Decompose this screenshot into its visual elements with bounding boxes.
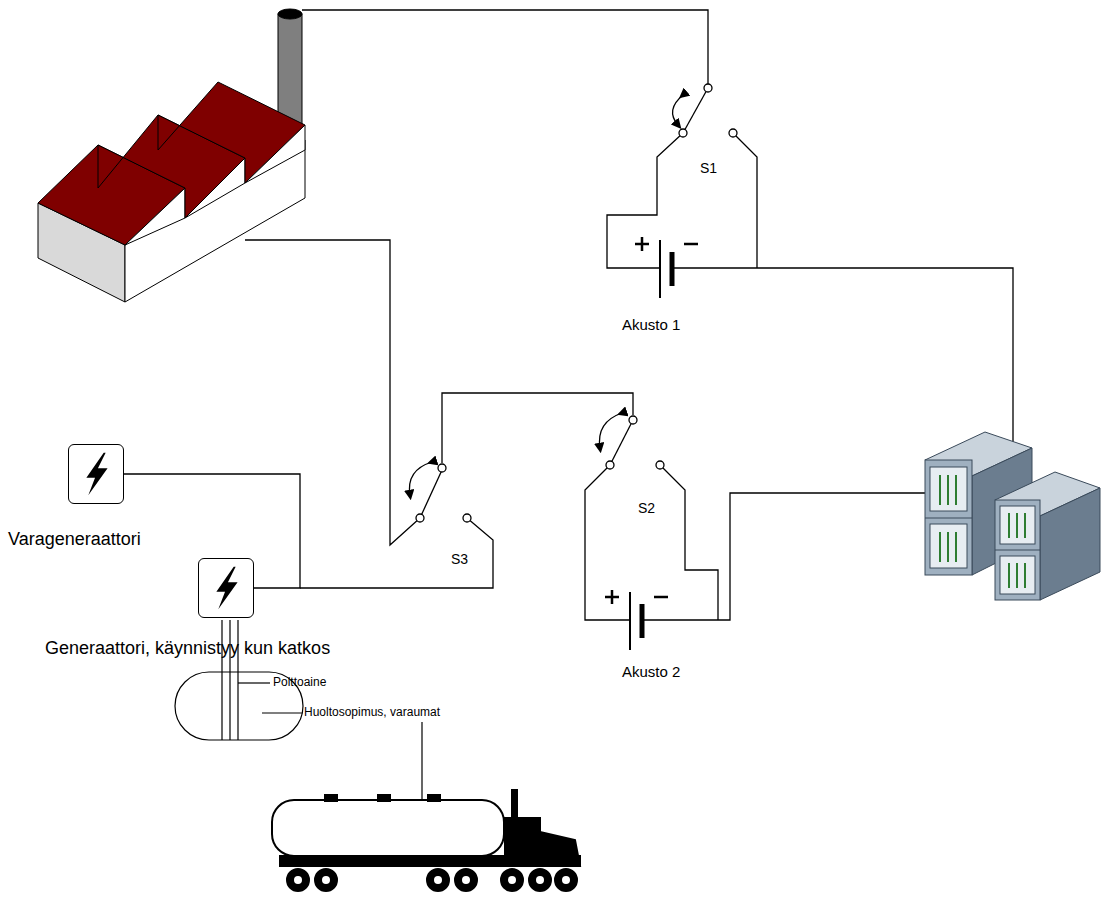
generator-label: Generaattori, käynnistyy kun katkos bbox=[45, 638, 330, 660]
wires bbox=[245, 10, 1013, 620]
part-label: S3 bbox=[451, 551, 468, 567]
part-label: Akusto 2 bbox=[622, 663, 680, 680]
generator-label: Varageneraattori bbox=[8, 529, 141, 551]
battery-symbol bbox=[605, 237, 698, 650]
part-label: S1 bbox=[700, 160, 717, 176]
part-label: S2 bbox=[638, 500, 655, 516]
part-label: Huoltosopimus, varaumat bbox=[304, 706, 440, 720]
part-label: Polttoaine bbox=[273, 676, 326, 690]
factory bbox=[38, 9, 305, 302]
server-rack bbox=[925, 432, 1100, 600]
generator-icon bbox=[68, 444, 124, 504]
generator-icon bbox=[198, 558, 254, 618]
switch-symbol bbox=[409, 84, 737, 522]
part-label: Akusto 1 bbox=[622, 316, 680, 333]
fuel-truck bbox=[272, 790, 580, 891]
